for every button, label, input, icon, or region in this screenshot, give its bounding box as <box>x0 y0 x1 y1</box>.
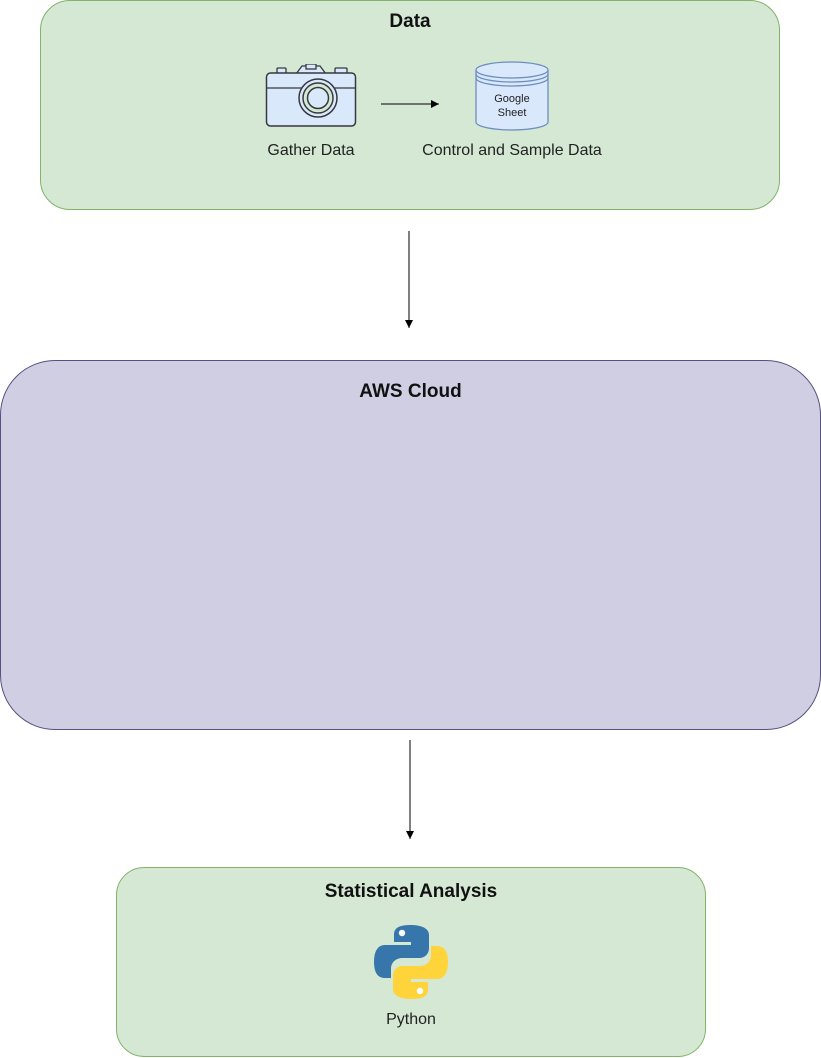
camera-icon <box>265 63 357 133</box>
aws-cloud-group: AWS Cloud <box>0 360 821 730</box>
data-group-title: Data <box>389 11 431 32</box>
database-cylinder-icon <box>474 60 550 137</box>
python-label: Python <box>386 1011 436 1028</box>
data-group: Data <box>40 0 780 210</box>
python-logo-icon <box>373 924 449 1005</box>
aws-cloud-group-title: AWS Cloud <box>359 381 462 402</box>
gather-data-label: Gather Data <box>267 142 355 159</box>
statistical-analysis-group: Statistical Analysis <box>116 867 706 1057</box>
cylinder-label-line1: Google <box>494 93 530 105</box>
cylinder-label-line2: Sheet <box>497 107 527 119</box>
control-sample-data-label: Control and Sample Data <box>422 142 602 159</box>
statistical-analysis-group-title: Statistical Analysis <box>324 881 498 902</box>
